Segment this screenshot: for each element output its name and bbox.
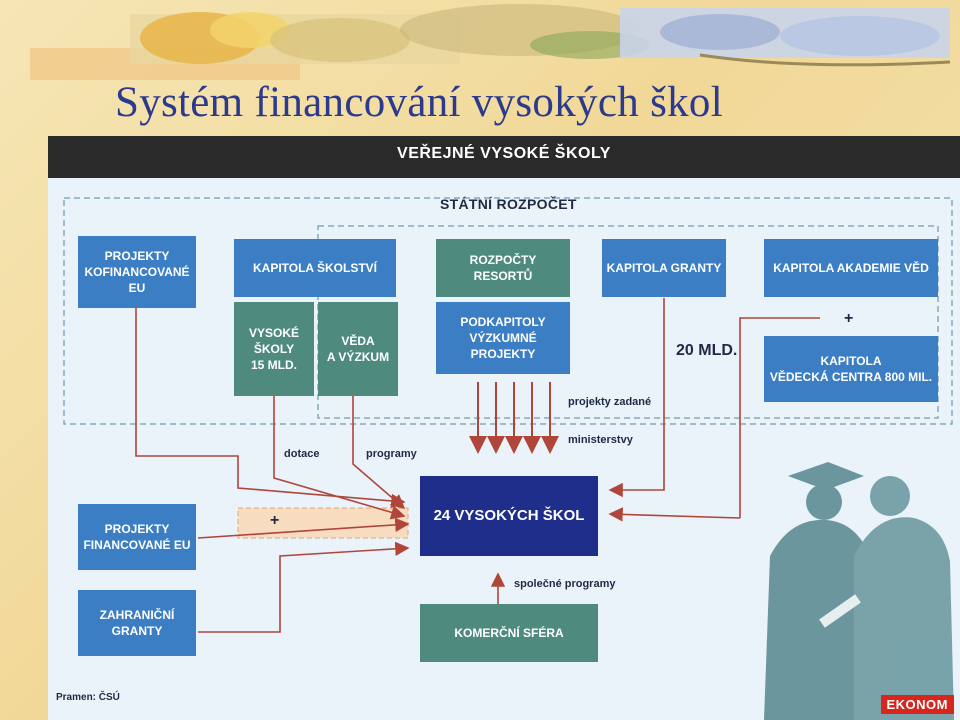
box-chapter-grants: KAPITOLA GRANTY bbox=[602, 239, 726, 297]
graduation-illustration bbox=[764, 462, 954, 720]
box-research-projects: PODKAPITOLY VÝZKUMNÉ PROJEKTY bbox=[436, 302, 570, 374]
source-label: Pramen: ČSÚ bbox=[56, 692, 120, 703]
state-budget-label: STÁTNÍ ROZPOČET bbox=[440, 196, 577, 212]
joint-programs-label: společné programy bbox=[514, 578, 616, 590]
box-universities-15: VYSOKÉ ŠKOLY 15 MLD. bbox=[234, 302, 314, 396]
box-chapter-academy: KAPITOLA AKADEMIE VĚD bbox=[764, 239, 938, 297]
diagram-panel: VEŘEJNÉ VYSOKÉ ŠKOLY bbox=[48, 136, 960, 720]
connection-lines bbox=[63, 197, 954, 720]
plus-top: + bbox=[844, 310, 854, 327]
box-commercial: KOMERČNÍ SFÉRA bbox=[420, 604, 598, 662]
box-foreign-grants: ZAHRANIČNÍ GRANTY bbox=[78, 590, 196, 656]
subsidy-label: dotace bbox=[284, 448, 320, 460]
box-science-research: VĚDA A VÝZKUM bbox=[318, 302, 398, 396]
decorative-leaf-banner bbox=[30, 4, 951, 80]
box-eu-cofinanced: PROJEKTY KOFINANCOVANÉ EU bbox=[78, 236, 196, 308]
box-chapter-science-centers: KAPITOLA VĚDECKÁ CENTRA 800 MIL. bbox=[764, 336, 938, 402]
box-eu-financed: PROJEKTY FINANCOVANÉ EU bbox=[78, 504, 196, 570]
slide-title: Systém financování vysokých škol bbox=[115, 79, 723, 126]
ministry-projects-label-2: ministerstvy bbox=[568, 434, 633, 446]
plus-mid: + bbox=[270, 512, 280, 529]
box-chapter-education: KAPITOLA ŠKOLSTVÍ bbox=[234, 239, 396, 297]
ministry-projects-label-1: projekty zadané bbox=[568, 396, 652, 408]
programs-label: programy bbox=[366, 448, 417, 460]
box-universities-24: 24 VYSOKÝCH ŠKOL bbox=[420, 476, 598, 556]
ekonom-logo: EKONOM bbox=[880, 695, 954, 714]
box-ministry-budgets: ROZPOČTY RESORTŮ bbox=[436, 239, 570, 297]
header-title: VEŘEJNÉ VYSOKÉ ŠKOLY bbox=[397, 145, 611, 162]
header-bar: VEŘEJNÉ VYSOKÉ ŠKOLY bbox=[48, 136, 960, 178]
total-label: 20 MLD. bbox=[676, 342, 738, 359]
